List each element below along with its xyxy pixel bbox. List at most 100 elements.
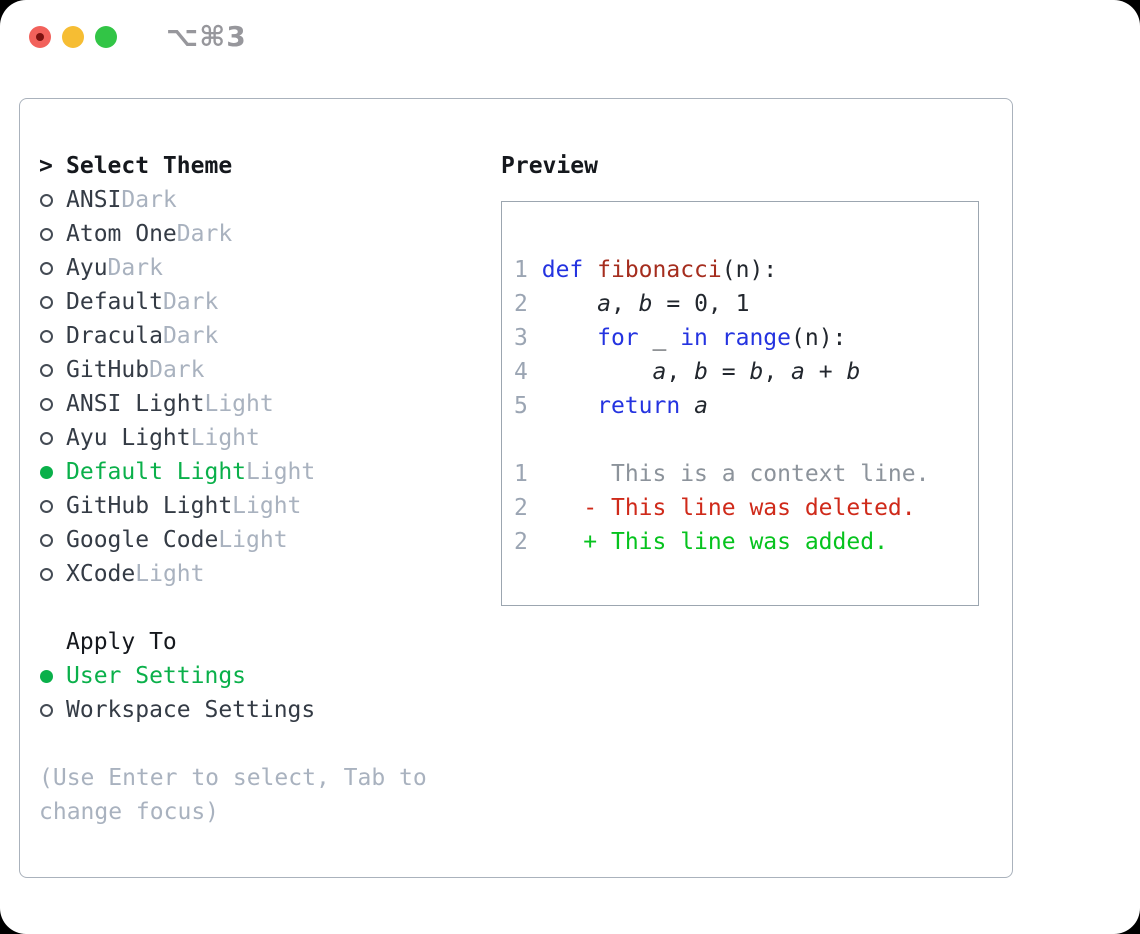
- theme-name: GitHub Light: [66, 493, 233, 519]
- keyword-token: return: [597, 393, 681, 419]
- apply-option-workspace-settings[interactable]: Workspace Settings: [39, 693, 427, 727]
- theme-name: Google Code: [66, 527, 219, 553]
- radio-icon: [39, 703, 66, 717]
- theme-name: ANSI: [66, 187, 122, 213]
- window-title: ⌥⌘3: [166, 20, 247, 53]
- theme-variant-badge: Light: [218, 527, 288, 553]
- select-theme-title: Select Theme: [66, 153, 233, 179]
- theme-option-atom-one[interactable]: Atom One Dark: [39, 217, 427, 251]
- theme-option-github[interactable]: GitHub Dark: [39, 353, 427, 387]
- minimize-button[interactable]: [62, 26, 84, 48]
- diff-marker-added: +: [583, 529, 598, 555]
- plain-token: [680, 393, 694, 419]
- close-button[interactable]: [29, 26, 51, 48]
- plain-token: [542, 325, 597, 351]
- radio-circle: [40, 193, 53, 207]
- diff-line-deleted: 2 - This line was deleted.: [514, 491, 968, 525]
- theme-variant-badge: Dark: [107, 255, 163, 281]
- theme-variant-badge: Dark: [162, 289, 219, 315]
- diff-line-added: 2 + This line was added.: [514, 525, 968, 559]
- radio-icon: [39, 397, 66, 411]
- plain-token: [542, 393, 597, 419]
- plain-token: [583, 257, 597, 283]
- radio-circle: [40, 227, 53, 241]
- apply-option-user-settings[interactable]: User Settings: [39, 659, 427, 693]
- apply-option-label: User Settings: [66, 663, 247, 689]
- radio-icon: [39, 295, 66, 309]
- radio-circle: [40, 703, 53, 717]
- spacer: [39, 727, 427, 761]
- plain-token: (n):: [791, 325, 847, 351]
- plain-token: [708, 325, 722, 351]
- theme-option-ansi[interactable]: ANSI Dark: [39, 183, 427, 217]
- theme-name: Atom One: [66, 221, 177, 247]
- hint-line-1: (Use Enter to select, Tab to: [39, 765, 427, 791]
- theme-option-ansi-light[interactable]: ANSI Light Light: [39, 387, 427, 421]
- theme-option-xcode[interactable]: XCode Light: [39, 557, 427, 591]
- radio-icon: [39, 499, 66, 513]
- radio-circle: [40, 363, 53, 377]
- spacer: [39, 591, 427, 625]
- code-line: 4 a, b = b, a + b: [514, 355, 968, 389]
- theme-name: Ayu Light: [66, 425, 191, 451]
- variable-token: a: [652, 359, 667, 385]
- radio-icon: [39, 193, 66, 207]
- plain-token: (n):: [721, 257, 778, 283]
- variable-token: b: [694, 359, 708, 385]
- preview-title: Preview: [501, 153, 598, 179]
- variable-token: b: [846, 359, 861, 385]
- radio-circle: [40, 329, 53, 343]
- theme-name: GitHub: [66, 357, 150, 383]
- variable-token: a: [597, 291, 611, 317]
- variable-token: a: [694, 393, 708, 419]
- line-number: 1: [514, 257, 528, 283]
- radio-icon: [39, 261, 66, 275]
- line-number: 5: [514, 393, 528, 419]
- theme-option-ayu-light[interactable]: Ayu Light Light: [39, 421, 427, 455]
- theme-variant-badge: Light: [135, 561, 205, 587]
- apply-option-label: Workspace Settings: [66, 697, 316, 723]
- radio-circle: [40, 499, 53, 513]
- theme-option-dracula[interactable]: Dracula Dark: [39, 319, 427, 353]
- theme-option-default-light[interactable]: Default Light Light: [39, 455, 427, 489]
- radio-circle: [40, 533, 53, 547]
- plain-token: _: [638, 325, 681, 351]
- diff-text: This line was deleted.: [610, 495, 916, 521]
- apply-to-header: Apply To: [39, 625, 427, 659]
- theme-name: XCode: [66, 561, 136, 587]
- theme-name: Ayu: [66, 255, 108, 281]
- radio-selected-icon: [39, 669, 66, 683]
- theme-variant-badge: Light: [232, 493, 302, 519]
- blank-line: [514, 423, 968, 457]
- zoom-button[interactable]: [95, 26, 117, 48]
- theme-option-ayu[interactable]: Ayu Dark: [39, 251, 427, 285]
- diff-marker-deleted: -: [583, 495, 598, 521]
- keyword-token: in: [680, 325, 708, 351]
- line-number: 1: [514, 461, 528, 487]
- theme-option-github-light[interactable]: GitHub Light Light: [39, 489, 427, 523]
- line-number: 2: [514, 291, 528, 317]
- radio-icon: [39, 363, 66, 377]
- theme-variant-badge: Dark: [121, 187, 177, 213]
- diff-text: This line was added.: [610, 529, 888, 555]
- theme-name: Dracula: [66, 323, 163, 349]
- diff-line-context: 1 This is a context line.: [514, 457, 968, 491]
- theme-name: Default Light: [66, 459, 247, 485]
- theme-option-google-code[interactable]: Google Code Light: [39, 523, 427, 557]
- theme-name: ANSI Light: [66, 391, 205, 417]
- plain-token: ,: [666, 359, 695, 385]
- titlebar: ⌥⌘3: [0, 0, 1140, 98]
- theme-variant-badge: Light: [204, 391, 274, 417]
- theme-option-default[interactable]: Default Dark: [39, 285, 427, 319]
- plain-token: = 0, 1: [652, 291, 750, 317]
- function-token: fibonacci: [597, 257, 722, 283]
- theme-variant-badge: Dark: [162, 323, 219, 349]
- diff-text: This is a context line.: [610, 461, 930, 487]
- select-theme-header: > Select Theme: [39, 149, 427, 183]
